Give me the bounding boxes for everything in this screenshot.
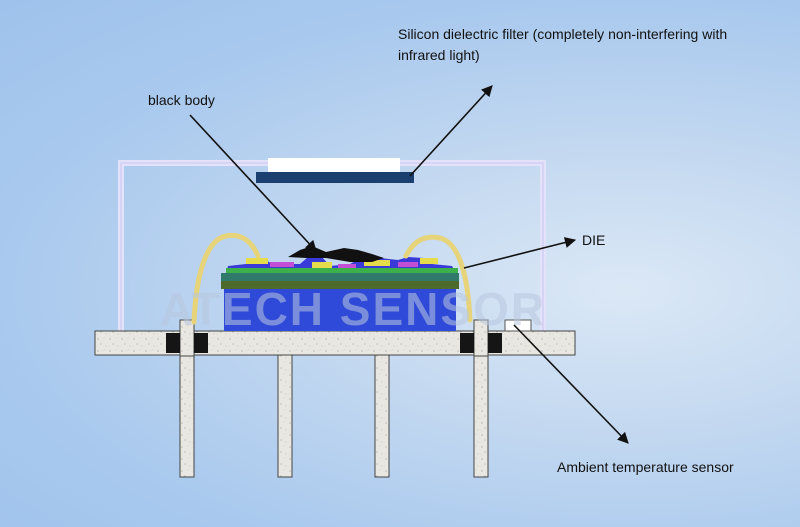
die-pad-7 — [420, 258, 438, 264]
watermark: ATECH SENSOR — [160, 283, 546, 335]
seal-left-inner — [194, 333, 208, 353]
die-pad-5 — [364, 260, 390, 266]
pin-2 — [277, 352, 293, 478]
pin-1 — [179, 352, 195, 478]
die-pad-2 — [270, 262, 294, 267]
label-ambient-sensor: Ambient temperature sensor — [557, 459, 734, 475]
die-pad-3 — [312, 262, 332, 268]
die-pad-4 — [338, 264, 356, 268]
die-pad-1 — [246, 258, 268, 264]
silicon-filter — [256, 172, 414, 183]
die-layer-bottom — [221, 281, 459, 289]
die-layer-substrate — [221, 273, 459, 281]
arrow-die — [463, 237, 577, 269]
die-green-strip — [226, 268, 458, 273]
label-black-body: black body — [148, 92, 215, 108]
filter-window — [268, 158, 400, 172]
bond-wire-right — [403, 234, 473, 323]
label-silicon-filter: Silicon dielectric filter (completely no… — [398, 26, 728, 63]
black-body — [288, 246, 384, 262]
arrow-black-body — [189, 114, 317, 252]
seal-right-inner — [488, 333, 502, 353]
pins — [179, 352, 489, 478]
die-pedestal — [224, 288, 456, 331]
ambient-sensor-chip — [504, 319, 532, 332]
pin-4 — [473, 352, 489, 478]
seal-left-outer — [166, 333, 180, 353]
label-die: DIE — [582, 232, 606, 248]
arrow-ambient-sensor — [513, 324, 629, 444]
seal-right-outer — [460, 333, 474, 353]
arrow-filter — [409, 85, 493, 177]
die-pad-6 — [398, 262, 418, 267]
pin-3 — [374, 352, 390, 478]
bond-wire-left — [191, 232, 261, 325]
